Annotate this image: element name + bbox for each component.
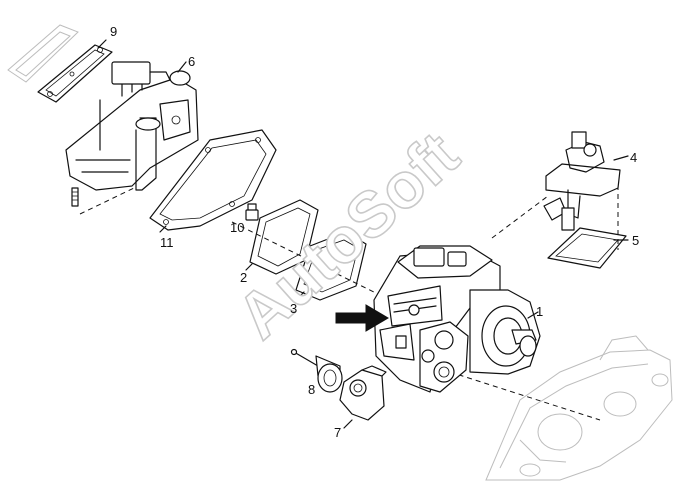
part-7-drive-bracket [339,365,387,429]
part-6-regulator-housing [65,61,199,191]
part-2-gasket [245,199,319,275]
callout-4: 4 [630,150,637,165]
part-8-drive-shaft [290,348,343,393]
callout-11: 11 [160,235,174,250]
part-1-injection-pump [373,245,541,393]
ghost-gasket [7,24,79,83]
callout-7: 7 [334,425,341,440]
part-5-actuator-gasket [547,227,629,269]
ghost-engine-casting [485,335,673,481]
part-11-front-gasket [149,129,277,233]
callout-5: 5 [632,233,639,248]
part-9-cover-gasket [37,39,113,103]
callout-10: 10 [230,220,244,235]
part-3-gasket [295,231,367,301]
callout-2: 2 [240,270,247,285]
callout-9: 9 [110,24,117,39]
part-10-plug [245,203,259,221]
callout-1: 1 [536,304,543,319]
callout-6: 6 [188,54,195,69]
housing-screw [71,187,135,215]
arrow-right-icon [335,304,389,332]
part-4-actuator [543,131,629,231]
callout-3: 3 [290,301,297,316]
callout-8: 8 [308,382,315,397]
